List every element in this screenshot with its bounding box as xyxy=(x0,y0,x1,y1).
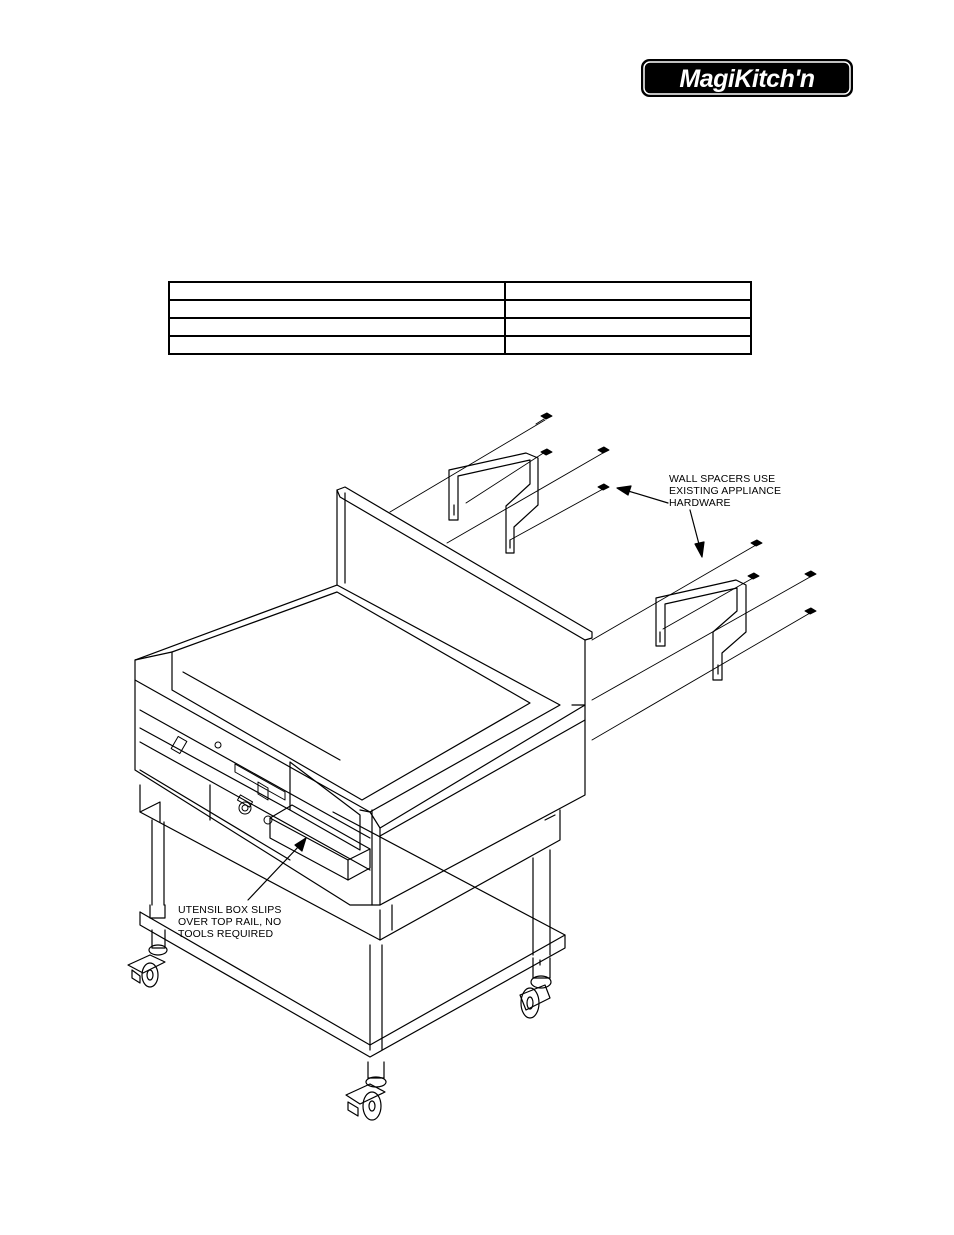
caster-wheel-icon xyxy=(127,929,168,988)
griddle-stand-drawing xyxy=(127,412,817,1121)
table-row xyxy=(168,299,752,319)
caster-wheel-icon xyxy=(519,957,552,1019)
table-row xyxy=(168,281,752,301)
wall-spacers-callout: WALL SPACERS USE EXISTING APPLIANCE HARD… xyxy=(669,473,782,509)
explode-guide-lines xyxy=(389,419,811,741)
lower-shelf xyxy=(139,811,566,1058)
griddle-top xyxy=(134,584,561,813)
table-cell xyxy=(168,299,506,319)
stand-legs xyxy=(151,819,551,1051)
table-row xyxy=(168,335,752,355)
wall-spacer-upper xyxy=(448,452,539,554)
table-cell xyxy=(504,299,752,319)
table-cell xyxy=(504,335,752,355)
utensil-box-callout: UTENSIL BOX SLIPS OVER TOP RAIL, NO TOOL… xyxy=(178,904,282,940)
caster-wheel-icon xyxy=(345,1061,387,1121)
table-cell xyxy=(504,317,752,337)
control-panel xyxy=(170,735,286,825)
table-cell xyxy=(504,281,752,301)
wall-spacer-lower xyxy=(655,579,747,681)
griddle-body xyxy=(134,679,586,906)
table-cell xyxy=(168,317,506,337)
griddle-backsplash xyxy=(336,486,593,706)
table-row xyxy=(168,317,752,337)
utensil-box xyxy=(269,804,371,881)
stand-frame xyxy=(139,784,561,941)
brand-logo: MagiKitch'n xyxy=(640,58,854,98)
svg-text:MagiKitch'n: MagiKitch'n xyxy=(679,65,814,93)
table-cell xyxy=(168,335,506,355)
parts-table xyxy=(168,281,752,355)
bolt-icon xyxy=(535,412,817,615)
table-cell xyxy=(168,281,506,301)
arrow-icon xyxy=(247,485,705,901)
